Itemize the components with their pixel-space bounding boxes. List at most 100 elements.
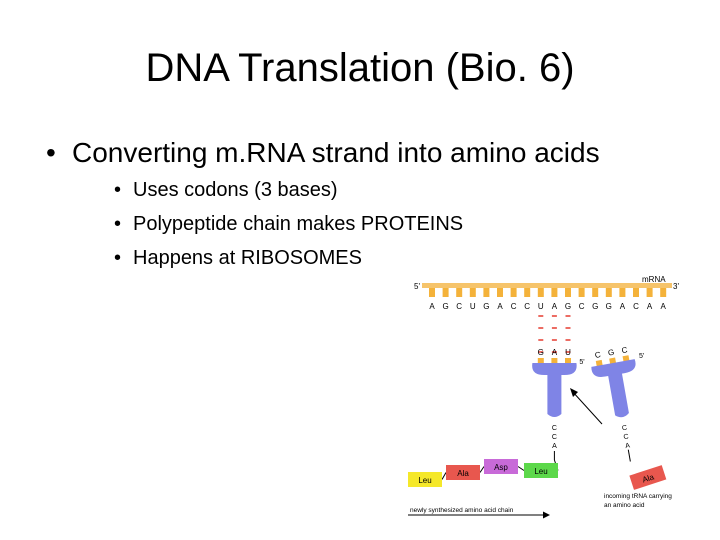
sub-bullet-text: Happens at RIBOSOMES — [133, 247, 362, 269]
anticodon-base-stub — [565, 358, 571, 364]
mrna-base-letter: G — [483, 302, 489, 311]
mrna-base-stub — [524, 288, 531, 297]
anticodon-letter: C — [621, 345, 628, 355]
bullet-marker: • — [114, 179, 122, 201]
mrna-base-stub — [537, 288, 544, 297]
sub-bullet-text: Uses codons (3 bases) — [133, 179, 338, 201]
three-prime-label: 3' — [673, 282, 679, 291]
amino-acid-box — [629, 465, 667, 490]
main-bullet: • Converting m.RNA strand into amino acid… — [46, 136, 600, 170]
arrow-head — [570, 388, 578, 397]
amino-acid-box — [524, 463, 558, 478]
anticodon-base-stub — [537, 358, 544, 364]
peptide-bond — [441, 472, 447, 480]
incoming-label-line: an amino acid — [604, 502, 645, 509]
slide-title: DNA Translation (Bio. 6) — [145, 46, 575, 90]
cca-letter: A — [552, 443, 557, 450]
mrna-base-stub — [660, 288, 667, 297]
amino-acid-box — [446, 465, 480, 480]
anticodon-letter: C — [594, 350, 601, 360]
amino-acid-label: Ala — [641, 472, 655, 484]
mrna-base-letter: G — [565, 302, 571, 311]
mrna-base-stub — [605, 288, 612, 297]
mrna-base-stub — [497, 288, 503, 297]
incoming-label-line: incoming tRNA carrying — [604, 493, 672, 500]
cca-letter: C — [552, 434, 557, 441]
bullet-marker: • — [46, 137, 56, 168]
sub-bullet-text: Polypeptide chain makes PROTEINS — [133, 213, 464, 235]
mrna-base-letter: C — [456, 302, 462, 311]
mrna-base-stub — [456, 288, 463, 297]
trna-five-prime-label: 5' — [579, 359, 584, 366]
mrna-base-letter: A — [429, 302, 435, 311]
peptide-bond — [479, 466, 485, 473]
mrna-label: mRNA — [642, 275, 666, 284]
mrna-base-stub — [510, 288, 517, 297]
mrna-base-letter: C — [511, 302, 517, 311]
mrna-base-stub — [483, 288, 490, 297]
mrna-base-stub — [565, 288, 571, 297]
sub-bullet: • Polypeptide chain makes PROTEINS — [114, 212, 463, 236]
anticodon-letter: A — [552, 348, 558, 357]
cca-letter: A — [625, 442, 631, 450]
sub-bullet: • Uses codons (3 bases) — [114, 178, 338, 202]
mrna-base-stub — [592, 288, 599, 297]
cca-letter: C — [621, 425, 627, 433]
mrna-base-stub — [633, 288, 639, 297]
mrna-base-stub — [442, 288, 449, 297]
mrna-base-letter: A — [647, 302, 653, 311]
mrna-base-letter: A — [661, 302, 667, 311]
mrna-base-stub — [469, 288, 476, 297]
amino-acid-label: Ala — [457, 469, 469, 478]
sub-bullet: • Happens at RIBOSOMES — [114, 246, 362, 270]
five-prime-label: 5' — [414, 282, 420, 291]
mrna-base-stub — [646, 288, 653, 297]
mrna-base-letter: C — [633, 302, 639, 311]
mrna-base-letter: G — [442, 302, 448, 311]
mrna-base-letter: U — [538, 302, 544, 311]
diagram-labels: mRNA 5' 3' 5' 5' newly synthesized amino acid… — [408, 275, 679, 519]
mrna-base-stub — [578, 288, 585, 297]
mrna-base-stub — [429, 288, 435, 297]
amino-acid-box — [484, 459, 518, 474]
main-bullet-text: Converting m.RNA strand into amino acids — [72, 137, 600, 168]
peptide-bond — [517, 466, 525, 471]
bullet-marker: • — [114, 213, 122, 235]
mrna-base-stub — [619, 288, 626, 297]
chain-arrow-head — [543, 511, 550, 519]
bullet-marker: • — [114, 247, 122, 269]
mrna-backbone — [422, 283, 672, 288]
cca-letter: C — [552, 425, 557, 432]
incoming-trna-body — [591, 359, 636, 418]
mrna-base-letter: G — [606, 302, 612, 311]
mrna-base-letter: C — [579, 302, 585, 311]
anticodon-letter: U — [565, 348, 571, 357]
mrna-base-letter: A — [552, 302, 558, 311]
mrna-base-letter: A — [620, 302, 626, 311]
arrow-shaft — [571, 390, 603, 425]
mrna-base-letter: A — [497, 302, 503, 311]
mrna-base-letter: U — [470, 302, 476, 311]
incoming-amino-acid: Ala — [629, 465, 667, 490]
amino-acid-box — [408, 472, 442, 487]
incoming-five-prime-label: 5' — [639, 353, 644, 360]
mrna-base-stub — [551, 288, 558, 297]
amino-acid-label: Leu — [418, 476, 431, 485]
amino-acid-label: Leu — [534, 467, 547, 476]
anticodon-letter: G — [538, 348, 544, 357]
hydrogen-bonds — [538, 315, 571, 353]
anticodon-letter: G — [607, 348, 615, 358]
chain-label: newly synthesized amino acid chain — [410, 507, 514, 514]
mrna-base-letter: C — [524, 302, 530, 311]
mrna-base-letter: G — [592, 302, 598, 311]
bound-trna-body — [532, 363, 577, 417]
anticodon-base-stub — [551, 358, 558, 364]
cca-letter: C — [623, 433, 629, 441]
cca-stem-line — [627, 449, 631, 462]
amino-acid-label: Asp — [494, 463, 508, 472]
